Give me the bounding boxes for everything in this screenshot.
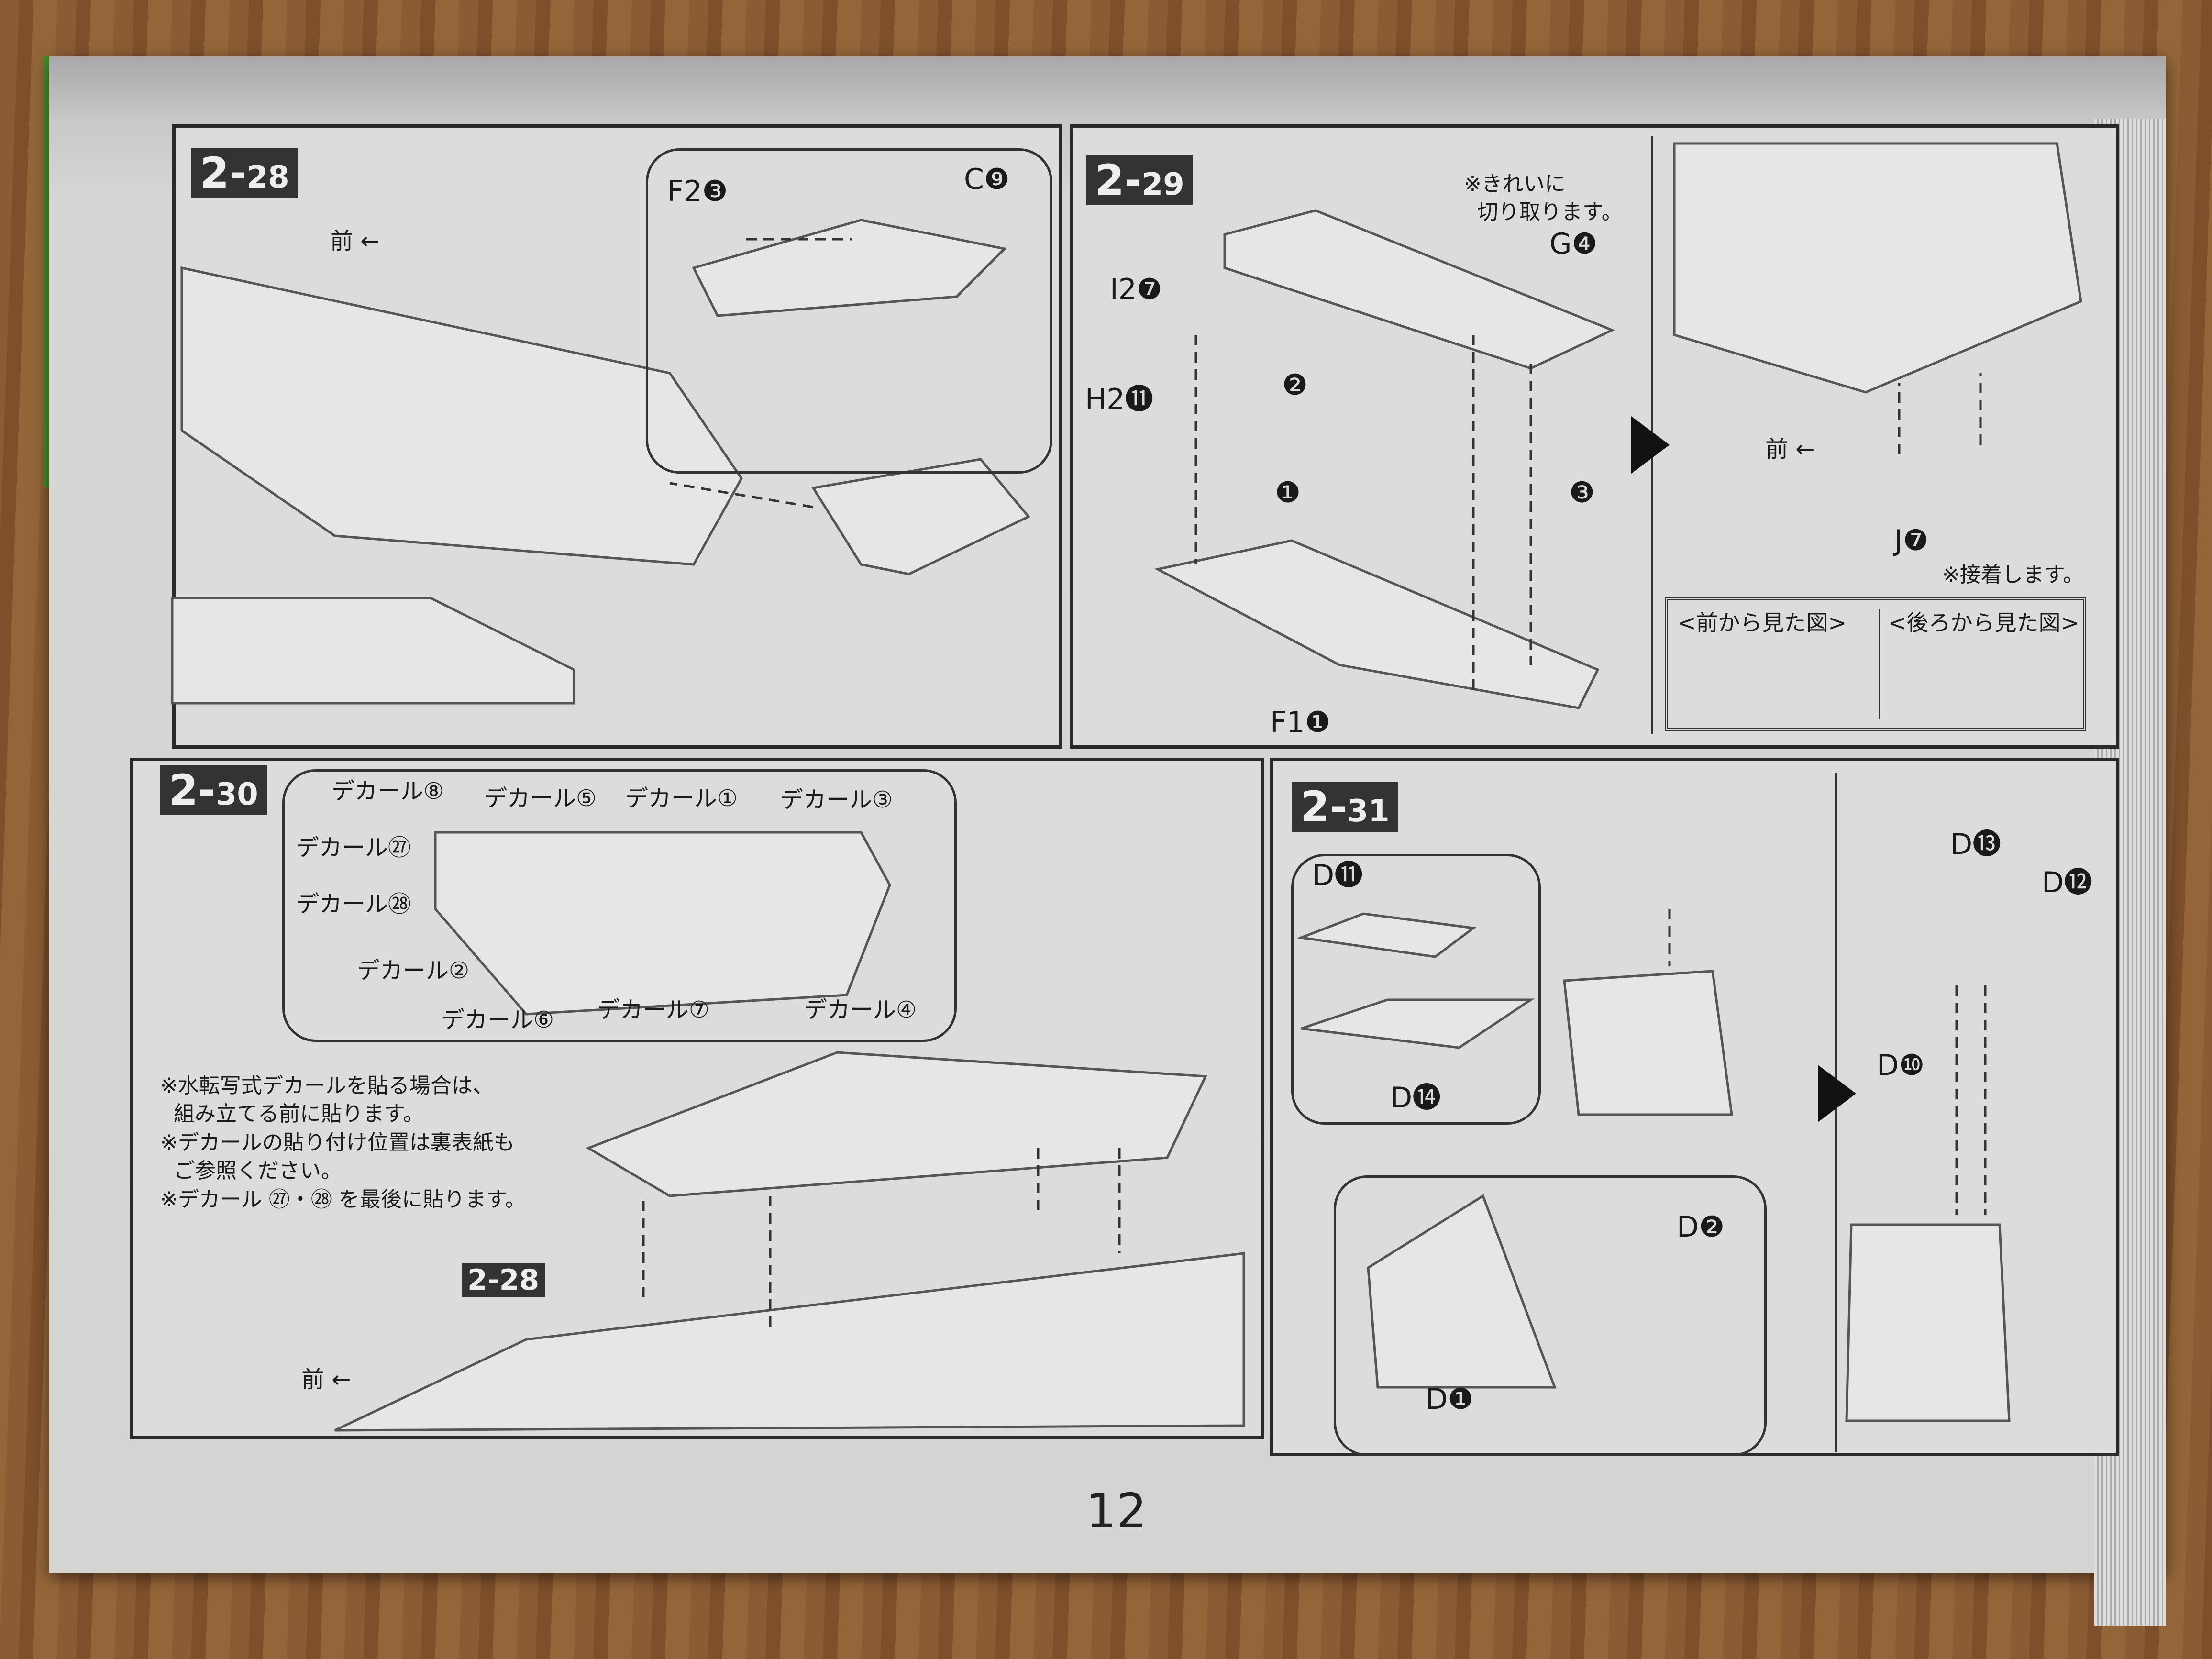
detail-callout-top xyxy=(1291,854,1541,1125)
decal-notes: ※水転写式デカールを貼る場合は、 組み立てる前に貼ります。 ※デカールの貼り付け… xyxy=(160,1073,526,1212)
front-arrow: 前 ← xyxy=(301,1366,351,1393)
assembled-tower xyxy=(1845,1223,2011,1422)
step-number: 31 xyxy=(1347,794,1390,829)
decal-label: デカール㉘ xyxy=(296,891,411,918)
part-c9: C❾ xyxy=(964,163,1010,196)
decal-label: デカール① xyxy=(625,785,738,812)
back-view-label: <後ろから見た図> xyxy=(1888,610,2079,636)
glue-note: ※接着します。 xyxy=(1942,563,2084,587)
view-box: <前から見た図> <後ろから見た図> xyxy=(1665,597,2086,731)
part-d11: D⓫ xyxy=(1312,859,1363,892)
engine-part xyxy=(811,458,1030,575)
part-d13: D⓭ xyxy=(1950,828,2002,861)
step-number: 30 xyxy=(215,777,258,812)
step-number: 28 xyxy=(246,160,289,195)
engine-detail xyxy=(692,219,1007,317)
bridge-d14 xyxy=(1301,998,1535,1049)
part-i2: I2❼ xyxy=(1110,273,1162,306)
step-2-30-label: 2-30 xyxy=(160,765,267,815)
ship-hull-2-28 xyxy=(180,266,743,566)
front-arrow: 前 ← xyxy=(330,228,380,254)
front-view-label: <前から見た図> xyxy=(1678,610,1847,636)
part-h2: H2⓫ xyxy=(1085,383,1154,416)
guide-line xyxy=(669,482,814,509)
cut-note: ※きれいに 切り取ります。 xyxy=(1464,172,1623,225)
step-prefix: 2- xyxy=(169,765,216,815)
step-2-31-label: 2-31 xyxy=(1292,782,1398,832)
part-d14: D⓮ xyxy=(1390,1081,1441,1115)
deck-2-30 xyxy=(586,1051,1207,1197)
decal-label: デカール⑦ xyxy=(597,996,710,1023)
decal-label: デカール③ xyxy=(780,786,893,813)
order-1: ❶ xyxy=(1275,476,1301,509)
step-2-28-label: 2-28 xyxy=(191,148,298,198)
decal-label: デカール④ xyxy=(804,996,917,1023)
detail-callout-bottom xyxy=(1334,1175,1767,1456)
hull-2-29-right xyxy=(1673,142,2082,394)
plate-f1 xyxy=(1154,539,1600,709)
part-f2: F2❸ xyxy=(667,175,728,208)
order-2: ❷ xyxy=(1282,368,1308,402)
part-f1: F1❶ xyxy=(1270,706,1331,739)
display-stand xyxy=(171,597,575,705)
decal-label: デカール⑤ xyxy=(484,785,597,812)
bridge-d11 xyxy=(1296,912,1477,958)
tower-d1-d2 xyxy=(1367,1194,1557,1389)
decal-label: デカール⑧ xyxy=(332,778,444,805)
part-d10: D❿ xyxy=(1877,1049,1924,1082)
front-arrow: 前 ← xyxy=(1765,436,1815,463)
page-number: 12 xyxy=(1086,1483,1147,1539)
decal-label: デカール⑥ xyxy=(442,1006,554,1033)
step-ref-2-28: 2-28 xyxy=(462,1263,545,1297)
decal-label: デカール② xyxy=(357,957,470,984)
next-arrow-icon xyxy=(1631,416,1670,474)
bridge-tower xyxy=(1563,970,1733,1116)
detail-callout xyxy=(646,148,1052,474)
part-g4: G❹ xyxy=(1549,227,1598,261)
step-prefix: 2- xyxy=(1095,155,1142,205)
next-arrow-icon xyxy=(1818,1065,1856,1122)
step-2-29-label: 2-29 xyxy=(1086,155,1193,205)
decal-label: デカール㉗ xyxy=(296,834,411,861)
order-3: ❸ xyxy=(1569,476,1595,509)
part-j7: J❼ xyxy=(1894,524,1929,557)
step-number: 29 xyxy=(1141,167,1184,202)
deck-plate-g4 xyxy=(1223,209,1615,370)
divider xyxy=(1879,609,1880,719)
deck-2-30-callout xyxy=(434,831,891,1016)
step-prefix: 2- xyxy=(1300,782,1347,831)
hull-2-30 xyxy=(334,1252,1245,1432)
part-d12: D⓬ xyxy=(2042,866,2093,899)
step-prefix: 2- xyxy=(200,148,247,198)
part-d2: D❷ xyxy=(1677,1210,1725,1244)
part-d1: D❶ xyxy=(1426,1382,1473,1416)
decal-callout xyxy=(282,769,957,1042)
